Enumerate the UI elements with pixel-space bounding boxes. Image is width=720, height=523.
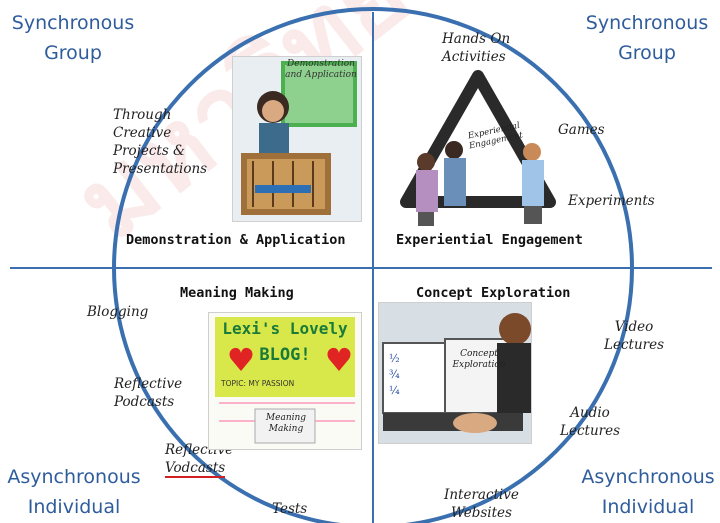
corner-bottom-left-line1: Asynchronous bbox=[7, 466, 141, 488]
corner-label-bottom-right: Asynchronous Individual bbox=[578, 462, 718, 522]
br-item-audio-lectures: Audio Lectures bbox=[560, 404, 620, 440]
bl-item-tests: Tests bbox=[272, 501, 308, 517]
tl-photo-caption-1: Demonstration bbox=[287, 59, 355, 69]
br-item-6: Websites bbox=[450, 505, 512, 521]
corner-label-top-right: Synchronous Group bbox=[582, 8, 712, 68]
tl-item-1: Through bbox=[113, 107, 172, 123]
br-item-3: Audio bbox=[570, 405, 610, 421]
corner-top-left-line2: Group bbox=[44, 42, 102, 64]
corner-top-left-line1: Synchronous bbox=[11, 12, 135, 34]
bl-quadrant-title: Meaning Making bbox=[180, 285, 294, 301]
corner-label-top-left: Synchronous Group bbox=[8, 8, 138, 68]
corner-bottom-left-line2: Individual bbox=[27, 496, 121, 518]
meaning-making-photo: Lexi's Lovely BLOG! TOPIC: MY PASSION Me… bbox=[208, 312, 362, 450]
tl-item-list: Through Creative Projects & Presentation… bbox=[113, 106, 207, 178]
experiential-triangle-art bbox=[400, 70, 556, 226]
corner-bottom-right-line1: Asynchronous bbox=[581, 466, 715, 488]
br-item-1: Video bbox=[614, 319, 654, 335]
meaning-making-caption: Meaning Making bbox=[257, 413, 315, 435]
tl-item-3: Projects & bbox=[113, 143, 186, 159]
laptop-scene-art bbox=[379, 303, 531, 443]
bl-item-5: Vodcasts bbox=[165, 460, 226, 478]
bl-item-3: Podcasts bbox=[114, 394, 175, 410]
tr-item-experiments: Experiments bbox=[568, 193, 655, 209]
screen-math-3: ¼ bbox=[389, 384, 400, 397]
bl-item-blogging: Blogging bbox=[87, 304, 149, 320]
br-photo-caption-2: Exploration bbox=[452, 360, 506, 370]
tl-item-2: Creative bbox=[113, 125, 172, 141]
tl-item-4: Presentations bbox=[113, 161, 208, 177]
corner-top-right-line1: Synchronous bbox=[585, 12, 709, 34]
tl-photo-caption-2: and Application bbox=[285, 70, 357, 80]
br-quadrant-title: Concept Exploration bbox=[416, 285, 571, 301]
screen-math: ½ ¾ ¼ bbox=[389, 351, 400, 399]
blog-title-line2: BLOG! bbox=[259, 345, 311, 365]
br-item-interactive-websites: Interactive Websites bbox=[444, 486, 519, 522]
demonstration-photo-art bbox=[233, 57, 361, 221]
br-item-5: Interactive bbox=[444, 487, 519, 503]
tl-quadrant-title: Demonstration & Application bbox=[126, 232, 346, 248]
br-photo-caption-1: Concept bbox=[460, 349, 498, 359]
screen-math-1: ½ bbox=[389, 352, 400, 365]
bl-item-2: Reflective bbox=[114, 376, 183, 392]
blog-topic: TOPIC: MY PASSION bbox=[221, 379, 295, 388]
corner-label-bottom-left: Asynchronous Individual bbox=[4, 462, 144, 522]
demonstration-photo: Demonstration and Application bbox=[232, 56, 362, 222]
tr-item-2: Activities bbox=[442, 49, 506, 65]
br-item-video-lectures: Video Lectures bbox=[604, 318, 664, 354]
bl-item-reflective-podcasts: Reflective Podcasts bbox=[114, 375, 182, 411]
blog-title-line1: Lexi's Lovely bbox=[222, 319, 348, 338]
blog-poster-art bbox=[215, 317, 355, 444]
corner-top-right-line2: Group bbox=[618, 42, 676, 64]
tr-item-1: Hands On bbox=[442, 31, 511, 47]
br-item-2: Lectures bbox=[604, 337, 665, 353]
bl-photo-caption-2: Making bbox=[268, 424, 304, 434]
bl-photo-caption-1: Meaning bbox=[265, 413, 307, 423]
tr-item-hands-on: Hands On Activities bbox=[442, 30, 510, 66]
tr-item-games: Games bbox=[558, 122, 605, 138]
experiential-photo: Experiential Engagement bbox=[398, 70, 558, 230]
tr-quadrant-title: Experiential Engagement bbox=[396, 232, 583, 248]
concept-exploration-caption: Concept Exploration bbox=[451, 349, 507, 371]
demonstration-photo-caption: Demonstration and Application bbox=[283, 59, 359, 81]
corner-bottom-right-line2: Individual bbox=[601, 496, 695, 518]
screen-math-2: ¾ bbox=[389, 368, 400, 381]
br-item-4: Lectures bbox=[560, 423, 621, 439]
concept-exploration-photo: ½ ¾ ¼ Concept Exploration bbox=[378, 302, 532, 444]
